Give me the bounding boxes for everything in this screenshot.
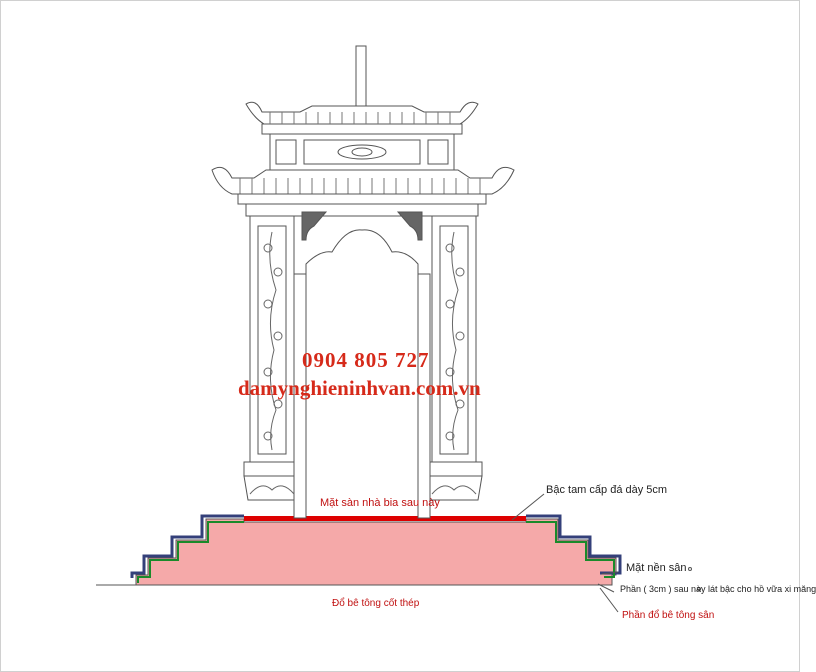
floor-slab-line <box>244 516 526 521</box>
finish-layer-label: Phần ( 3cm ) sau này lát bậc cho hồ vữa … <box>620 584 816 594</box>
concrete-base-label: Đổ bê tông cốt thép <box>332 598 420 609</box>
watermark-phone: 0904 805 727 <box>302 348 430 372</box>
stepped-base <box>130 514 622 586</box>
step-label: Bậc tam cấp đá dày 5cm <box>546 484 668 496</box>
yard-concrete-label: Phần đổ bê tông sân <box>622 610 715 621</box>
floor-label: Mặt sàn nhà bia sau này <box>320 497 440 509</box>
yard-level-label: Mặt nền sân <box>626 562 687 574</box>
gate-structure <box>211 45 515 519</box>
leader-lines <box>511 493 701 613</box>
watermark-website: damynghieninhvan.com.vn <box>238 376 481 400</box>
pillar-carvings <box>249 231 477 495</box>
